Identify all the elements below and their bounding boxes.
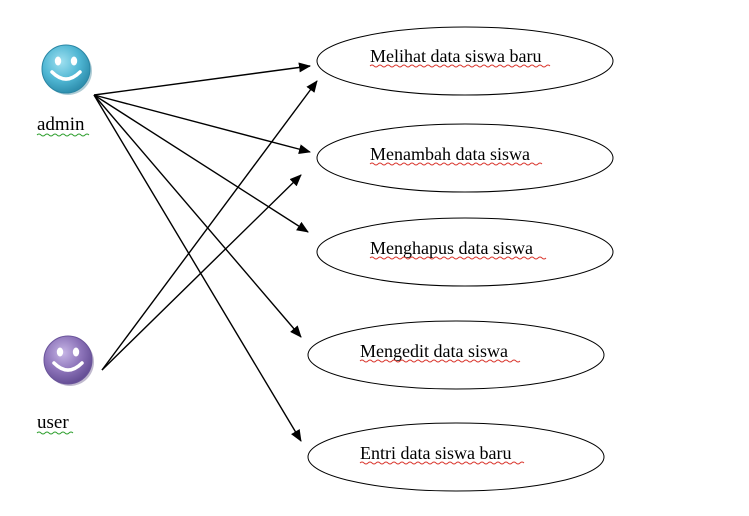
spellcheck-underline	[369, 256, 547, 260]
actor-user-label: user	[37, 412, 69, 433]
use-case-menambah-label: Menambah data siswa	[370, 144, 530, 164]
association-admin-mengedit	[93, 94, 302, 338]
spellcheck-underline	[369, 162, 543, 166]
association-admin-melihat	[93, 62, 311, 96]
use-case-melihat-ellipse	[316, 26, 614, 96]
spellcheck-underline	[359, 359, 521, 363]
spellcheck-underline	[36, 133, 90, 137]
association-admin-menghapus	[93, 94, 309, 233]
use-case-menambah-ellipse	[316, 123, 614, 193]
use-case-menghapus[interactable]: Menghapus data siswa	[316, 217, 614, 287]
association-lines	[93, 62, 318, 442]
use-case-melihat[interactable]: Melihat data siswa baru	[316, 26, 614, 96]
use-case-entri-label: Entri data siswa baru	[360, 443, 511, 463]
use-case-mengedit-label: Mengedit data siswa	[360, 341, 508, 361]
use-case-menghapus-label: Menghapus data siswa	[370, 238, 533, 258]
use-case-entri[interactable]: Entri data siswa baru	[307, 422, 605, 492]
spellcheck-underline	[369, 64, 551, 68]
use-case-entri-ellipse	[307, 422, 605, 492]
use-case-mengedit-ellipse	[307, 320, 605, 390]
association-user-menambah	[101, 174, 302, 371]
spellcheck-underline	[359, 461, 525, 465]
association-user-melihat	[101, 80, 318, 371]
smiley-face-icon	[43, 335, 94, 386]
use-cases: Melihat data siswa baru Menambah data si…	[307, 26, 614, 492]
actor-user[interactable]: user	[36, 335, 94, 435]
use-case-menghapus-ellipse	[316, 217, 614, 287]
use-case-melihat-label: Melihat data siswa baru	[370, 46, 541, 66]
use-case-mengedit[interactable]: Mengedit data siswa	[307, 320, 605, 390]
use-case-menambah[interactable]: Menambah data siswa	[316, 123, 614, 193]
actor-admin-label: admin	[37, 114, 85, 135]
spellcheck-underline	[36, 431, 74, 435]
association-admin-menambah	[93, 94, 311, 155]
smiley-face-icon	[41, 44, 92, 95]
association-admin-entri	[93, 94, 302, 442]
actor-admin[interactable]: admin	[36, 44, 92, 137]
